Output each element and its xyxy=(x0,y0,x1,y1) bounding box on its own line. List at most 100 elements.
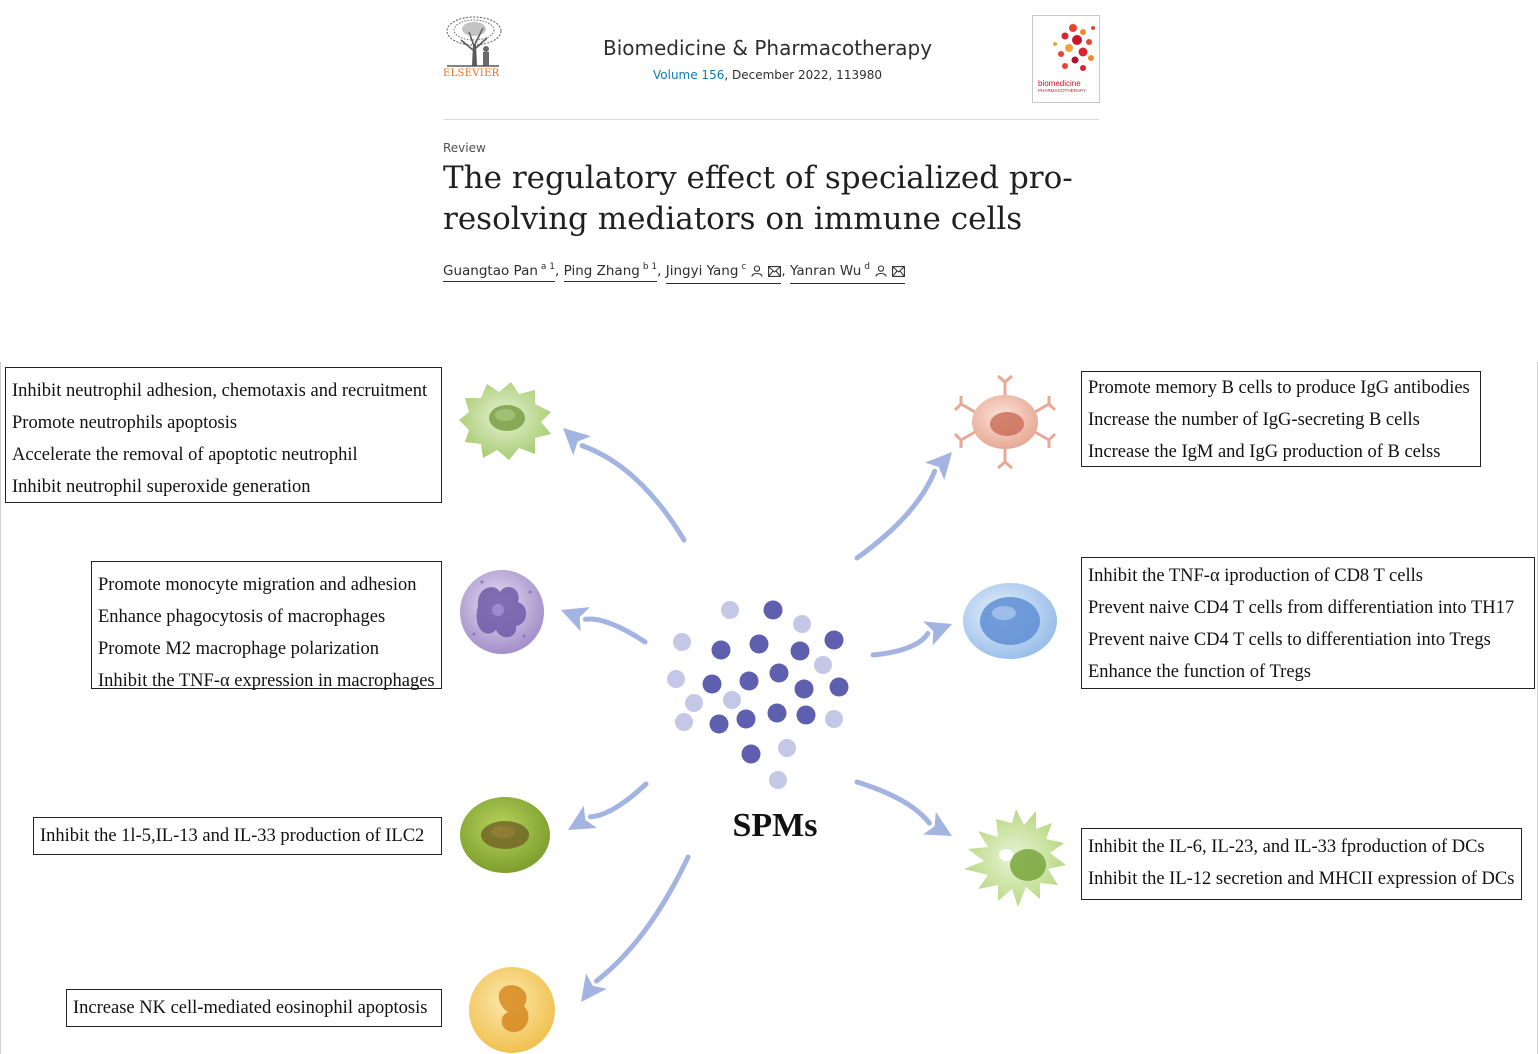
effect-text: Increase NK cell-mediated eosinophil apo… xyxy=(73,998,428,1018)
spm-dot xyxy=(767,703,787,723)
journal-title-link[interactable]: Biomedicine & Pharmacotherapy xyxy=(602,36,933,60)
effect-text: Promote memory B cells to produce IgG an… xyxy=(1088,378,1470,398)
arrow xyxy=(854,779,952,836)
spm-dot xyxy=(749,634,769,654)
author-name: Yanran Wu xyxy=(789,263,862,279)
author-affiliation-sup: c xyxy=(741,262,747,272)
spm-dot xyxy=(769,663,789,683)
author-name: Guangtao Pan xyxy=(443,263,538,279)
spm-dot xyxy=(778,739,796,757)
volume-link[interactable]: Volume 156 xyxy=(652,68,725,82)
effect-text: Promote M2 macrophage polarization xyxy=(98,639,380,659)
figure-graphics xyxy=(459,374,1066,1053)
arrow-head xyxy=(922,811,952,836)
spm-dot xyxy=(829,677,849,697)
bcell-effects-box: Promote memory B cells to produce IgG an… xyxy=(1081,371,1481,467)
neutrophil-effects-box: Inhibit neutrophil adhesion, chemotaxis … xyxy=(5,367,442,503)
spm-dot xyxy=(794,679,814,699)
spm-dot xyxy=(711,640,731,660)
spms-label: SPMs xyxy=(732,807,818,844)
journal-cover-thumbnail[interactable]: biomedicine PHARMACOTHERAPY xyxy=(1032,15,1100,103)
author-separator: , xyxy=(781,263,790,279)
spm-dot xyxy=(793,615,811,633)
effect-text: Accelerate the removal of apoptotic neut… xyxy=(12,445,358,465)
person-icon[interactable] xyxy=(751,265,763,281)
spm-dot xyxy=(702,674,722,694)
arrow-shaft xyxy=(579,443,687,543)
author-affiliation-sup: d xyxy=(864,262,870,272)
arrow-shaft xyxy=(593,854,691,984)
effect-text: Enhance the function of Tregs xyxy=(1088,662,1311,682)
arrow-shaft xyxy=(854,468,938,561)
effect-text: Promote monocyte migration and adhesion xyxy=(98,575,417,595)
author-name: Jingyi Yang xyxy=(665,263,739,279)
person-icon[interactable] xyxy=(875,265,887,281)
effect-text: Inhibit the TNF-α expression in macropha… xyxy=(98,671,435,691)
spm-dot xyxy=(769,771,787,789)
spm-dot xyxy=(709,714,729,734)
arrow-shaft xyxy=(854,779,932,826)
header-divider xyxy=(443,119,1099,120)
issue-date: , December 2022, 113980 xyxy=(724,68,882,82)
eosinophil-effects-box: Increase NK cell-mediated eosinophil apo… xyxy=(66,989,442,1027)
mail-icon[interactable] xyxy=(768,265,782,281)
effect-text: Prevent naive CD4 T cells to differentia… xyxy=(1088,630,1491,650)
arrow xyxy=(561,607,648,645)
mail-icon[interactable] xyxy=(892,265,905,281)
spm-dot-cluster xyxy=(667,600,849,789)
neutrophil-cell-icon xyxy=(459,382,551,460)
effect-text: Inhibit the IL-6, IL-23, and IL-33 fprod… xyxy=(1088,837,1485,857)
effect-text: Inhibit the IL-12 secretion and MHCII ex… xyxy=(1088,869,1515,889)
dendritic-cell-icon xyxy=(964,809,1066,907)
spm-dot xyxy=(667,670,685,688)
spm-dot xyxy=(675,713,693,731)
spm-dot xyxy=(796,705,816,725)
author-separator: , xyxy=(657,263,666,279)
bcell-cell-icon xyxy=(953,374,1057,470)
arrow-shaft xyxy=(870,630,931,658)
spm-dot xyxy=(763,600,783,620)
issue-info: Volume 156, December 2022, 113980 xyxy=(520,68,1015,82)
spm-dot xyxy=(721,601,739,619)
author-affiliation-sup: a 1 xyxy=(540,262,556,272)
spm-dot xyxy=(673,633,691,651)
journal-info: Biomedicine & Pharmacotherapy Volume 156… xyxy=(520,36,1015,82)
elsevier-tree-logo[interactable] xyxy=(443,14,503,82)
publisher-wordmark: ELSEVIER xyxy=(443,68,500,79)
effect-text: Increase the number of IgG-secreting B c… xyxy=(1088,410,1420,430)
arrow-head xyxy=(563,428,591,456)
author-affiliation-sup: b 1 xyxy=(642,262,658,272)
eosinophil-cell-icon xyxy=(469,967,555,1053)
spm-dot xyxy=(814,656,832,674)
tcell-cell-icon xyxy=(963,583,1057,659)
arrow xyxy=(563,428,687,543)
effect-text: Promote neutrophils apoptosis xyxy=(12,413,238,433)
arrow-head xyxy=(924,452,952,481)
dc-effects-box: Inhibit the IL-6, IL-23, and IL-33 fprod… xyxy=(1081,828,1522,900)
macrophage-cell-icon xyxy=(460,570,544,654)
spm-dot xyxy=(825,710,843,728)
arrow-head xyxy=(561,607,590,632)
article-title: The regulatory effect of specialized pro… xyxy=(443,160,1073,237)
graphical-abstract-figure[interactable]: Inhibit neutrophil adhesion, chemotaxis … xyxy=(0,362,1538,1054)
spm-dot xyxy=(723,691,741,709)
author-separator: , xyxy=(555,263,564,279)
arrow-shaft xyxy=(582,616,648,645)
spm-dot xyxy=(824,630,844,650)
spm-dot xyxy=(736,709,756,729)
arrow xyxy=(854,452,952,561)
spm-dot xyxy=(739,671,759,691)
ilc2-effects-box: Inhibit the 1l-5,IL-13 and IL-33 product… xyxy=(33,817,442,855)
ilc2-cell-icon xyxy=(460,797,550,873)
arrow xyxy=(581,854,691,1002)
spm-dot xyxy=(741,744,761,764)
author-name: Ping Zhang xyxy=(563,263,640,279)
effect-text: Inhibit neutrophil adhesion, chemotaxis … xyxy=(12,381,428,401)
arrow-head xyxy=(568,805,597,830)
